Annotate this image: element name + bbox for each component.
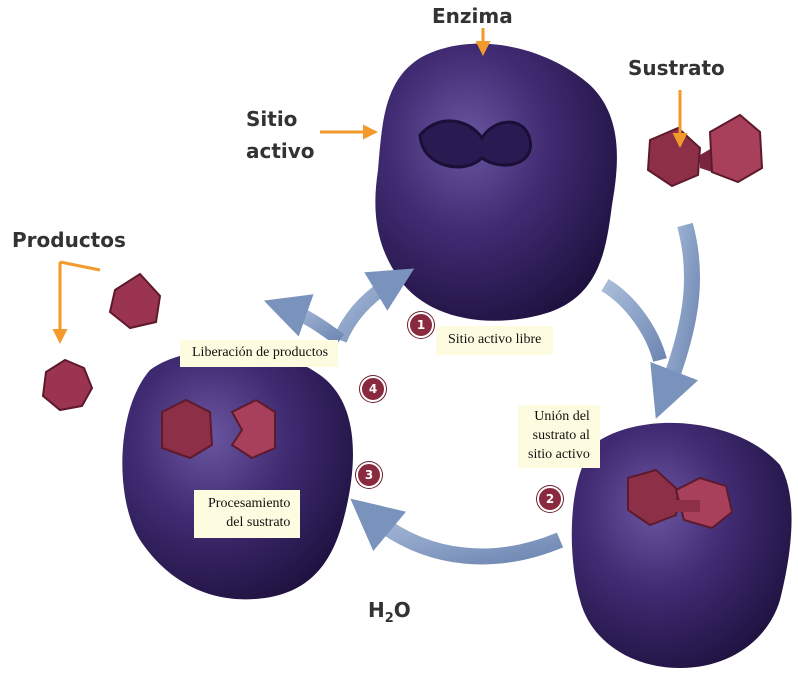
enzyme-free — [375, 44, 617, 321]
enzyme-label: Enzima — [432, 4, 513, 28]
product-piece-upper — [110, 274, 160, 328]
step-caption-1: Sitio activo libre — [436, 326, 553, 355]
cycle-arrow-binding-merge — [605, 285, 660, 360]
products-label: Productos — [12, 228, 126, 252]
cycle-arrow-binding — [665, 225, 692, 395]
cycle-arrow-processing — [370, 515, 560, 556]
substrate-label: Sustrato — [628, 56, 725, 80]
free-substrate — [648, 115, 762, 186]
cycle-arrow-regeneration — [340, 280, 395, 340]
step-badge-4: 4 — [360, 376, 386, 402]
arrow-products-label — [60, 262, 100, 338]
step-badge-2: 2 — [537, 486, 563, 512]
enzyme-substrate-complex — [572, 423, 792, 668]
step-caption-4: Liberación de productos — [180, 340, 338, 367]
step-badge-3: 3 — [356, 462, 382, 488]
active-site-label-line1: Sitio — [246, 107, 297, 131]
product-piece-lower — [43, 360, 92, 410]
step-caption-3: Procesamiento del sustrato — [194, 490, 300, 538]
step-badge-1: 1 — [408, 312, 434, 338]
cycle-arrow-release — [285, 308, 340, 340]
enzyme-product-complex — [122, 350, 353, 600]
water-label: H2O — [368, 598, 411, 626]
step-caption-2: Unión del sustrato al sitio activo — [518, 405, 600, 468]
active-site-label-line2: activo — [246, 139, 315, 163]
